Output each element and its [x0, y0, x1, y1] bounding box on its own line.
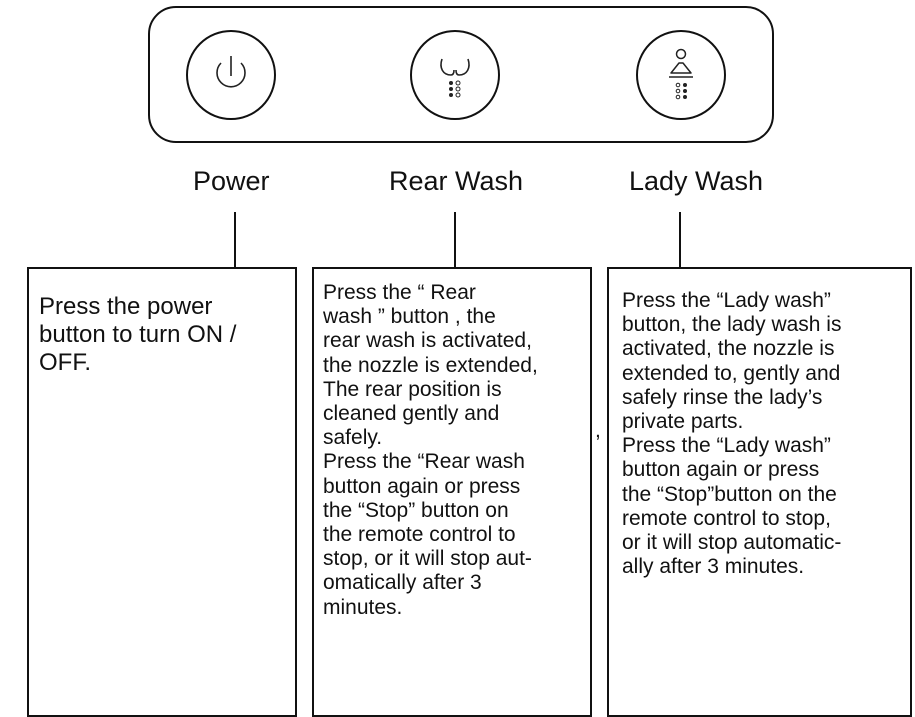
control-panel [148, 6, 774, 143]
lady-wash-connector [679, 212, 681, 268]
stray-comma: , [595, 419, 601, 442]
power-description-box: Press the power button to turn ON / OFF. [27, 267, 297, 717]
lady-wash-label: Lady Wash [629, 166, 764, 196]
lady-wash-description-box: Press the “Lady wash” button, the lady w… [607, 267, 912, 717]
power-button[interactable] [186, 30, 276, 120]
rear-wash-description: Press the “ Rear wash ” button , the rea… [323, 281, 538, 619]
lady-wash-description: Press the “Lady wash” button, the lady w… [622, 289, 842, 579]
rear-wash-description-box: Press the “ Rear wash ” button , the rea… [312, 267, 592, 717]
lady-wash-button[interactable] [636, 30, 726, 120]
lady-wash-icon [669, 48, 693, 100]
rear-wash-icon [440, 58, 470, 98]
power-label: Power [193, 166, 270, 196]
rear-wash-button[interactable] [410, 30, 500, 120]
power-icon [216, 56, 246, 88]
rear-wash-label: Rear Wash [389, 166, 524, 196]
power-connector [234, 212, 236, 268]
rear-wash-connector [454, 212, 456, 268]
power-description: Press the power button to turn ON / OFF. [39, 293, 237, 376]
